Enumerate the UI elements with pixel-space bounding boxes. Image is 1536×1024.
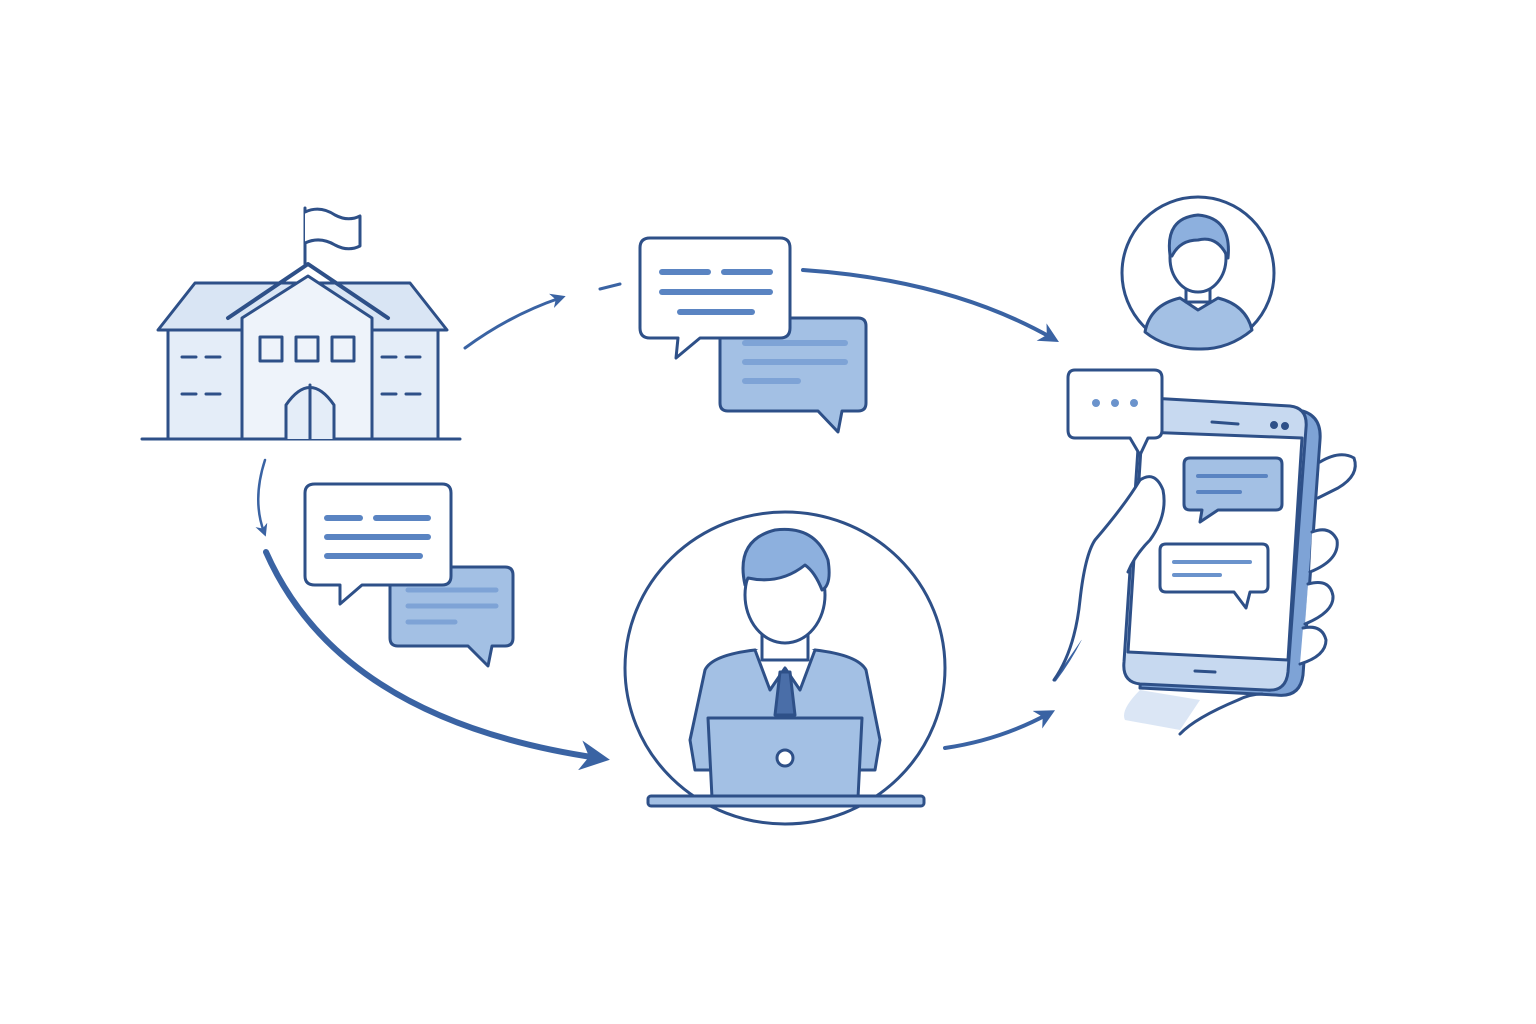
- chat-bubbles-icon: [638, 236, 868, 434]
- person-avatar-icon: [1120, 195, 1276, 351]
- typing-bubble-icon: [1066, 368, 1164, 457]
- smartphone-hand-icon: [1052, 396, 1357, 736]
- person-laptop-icon: [623, 510, 947, 826]
- school-building-icon: [140, 206, 462, 441]
- chat-bubbles-icon: [303, 482, 515, 668]
